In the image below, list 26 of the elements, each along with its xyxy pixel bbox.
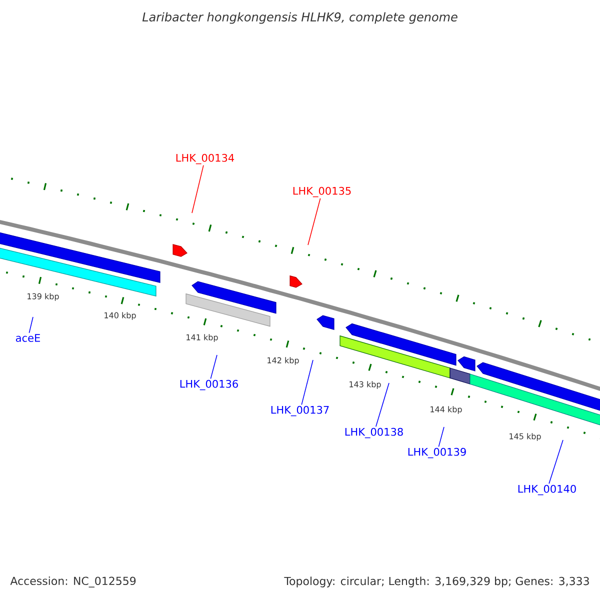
leader-line <box>438 426 444 448</box>
gene-label: LHK_00140 <box>518 484 576 496</box>
scale-label: 142 kbp <box>268 357 299 365</box>
footer-text: Accession: NC_012559 <box>10 576 136 588</box>
gene-label: LHK_00136 <box>180 380 238 390</box>
scale-label: 141 kbp <box>186 334 218 342</box>
leader-line <box>308 198 321 246</box>
scale-label: 139 kbp <box>28 293 59 301</box>
gene-label: aceE <box>16 334 40 342</box>
gene-label: LHK_00139 <box>408 448 466 458</box>
gene-label: LHK_00135 <box>293 186 351 198</box>
leader-line <box>192 164 204 214</box>
leader-line <box>548 440 564 484</box>
gene-label: LHK_00134 <box>176 154 234 164</box>
leader-line <box>376 382 390 428</box>
scale-label: 145 kbp <box>510 433 541 441</box>
leader-line <box>28 316 34 334</box>
leader-line <box>210 354 218 380</box>
scale-label: 144 kbp <box>430 406 462 414</box>
scale-label: 143 kbp <box>350 381 381 389</box>
gene-label: LHK_00138 <box>345 428 403 438</box>
leader-line <box>301 360 314 406</box>
scale-label: 140 kbp <box>104 312 136 320</box>
title: Laribacter hongkongensis HLHK9, complete genome <box>142 12 458 24</box>
footer-text: Topology: circular; Length: 3,169,329 bp; Genes: 3,333 <box>284 576 589 588</box>
gene-label: LHK_00137 <box>271 406 329 416</box>
